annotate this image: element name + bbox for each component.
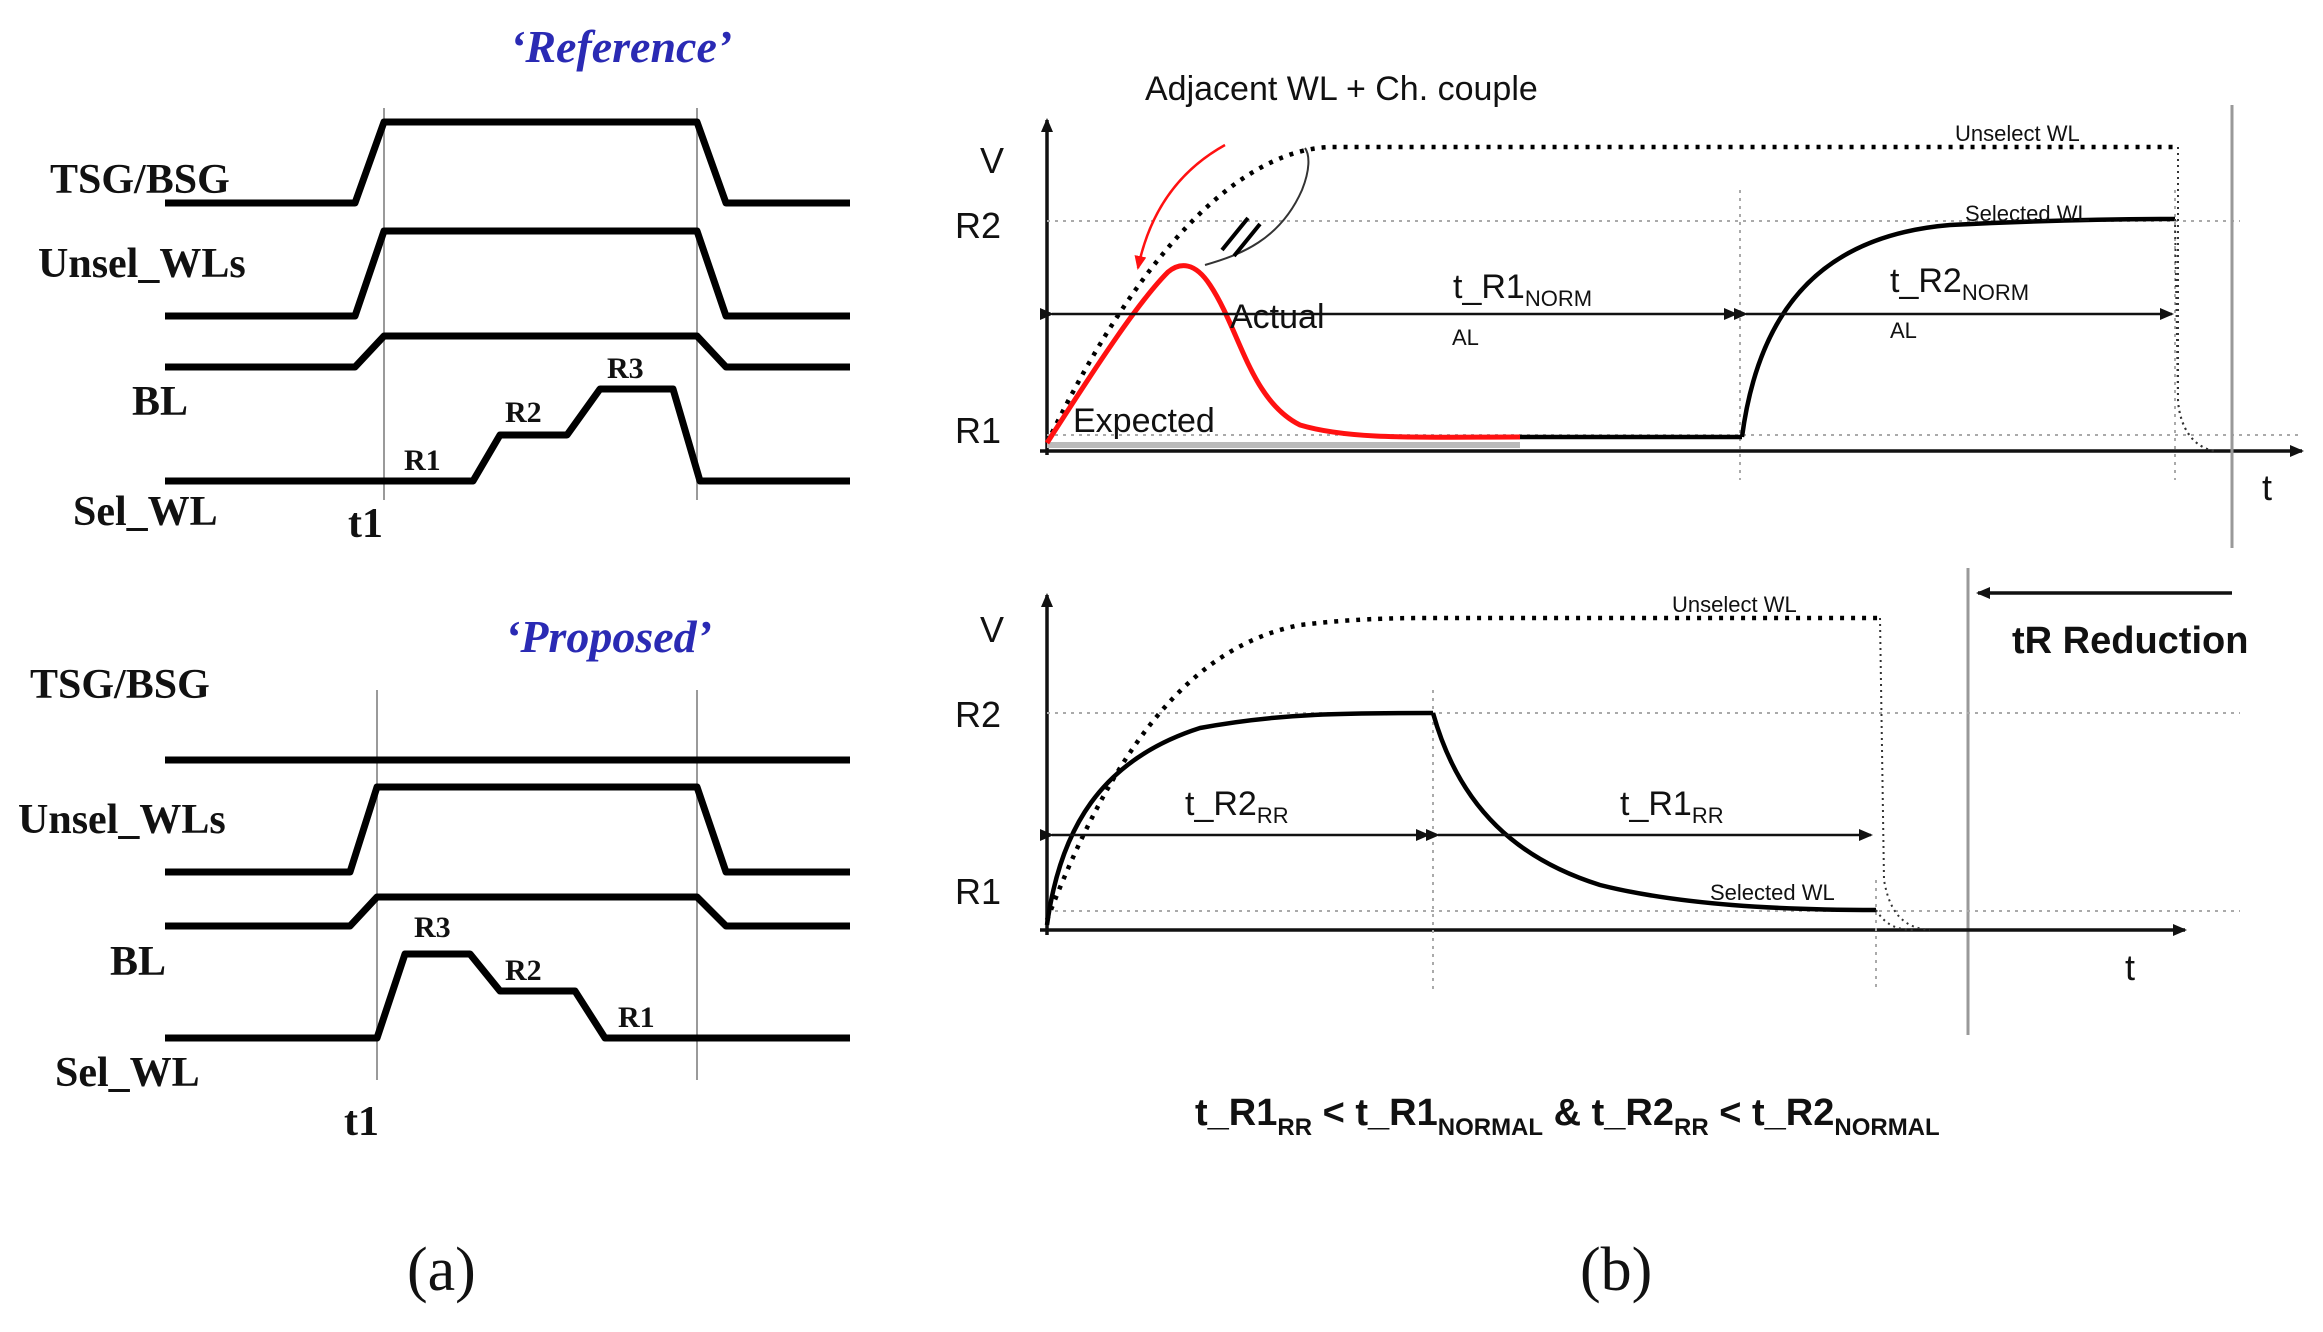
proposed-level-r1: R1 <box>618 1001 655 1034</box>
top-expected-label: Expected <box>1073 402 1215 440</box>
bottom-t-r2-label: t_R2RR <box>1185 785 1289 828</box>
reference-title: ‘Reference’ <box>510 21 732 72</box>
reference-level-r3: R3 <box>607 352 644 385</box>
reference-label-bl: BL <box>132 379 188 425</box>
proposed-level-r2: R2 <box>505 954 542 987</box>
bottom-r1-label: R1 <box>955 871 1001 912</box>
reference-label-unsel-wls: Unsel_WLs <box>38 241 246 287</box>
top-unselect-wl-release <box>2177 147 2216 452</box>
proposed-label-unsel-wls: Unsel_WLs <box>18 797 226 843</box>
reference-t1-label: t1 <box>348 501 383 547</box>
top-t-r2-sub-al: AL <box>1890 318 1917 343</box>
proposed-title: ‘Proposed’ <box>505 611 712 662</box>
tr-reduction-indicator: tR Reduction <box>1966 568 2248 1035</box>
inequality-statement: t_R1RR < t_R1NORMAL & t_R2RR < t_R2NORMA… <box>1195 1092 1940 1141</box>
reference-level-r1: R1 <box>404 444 441 477</box>
proposed-sel-wl-waveform <box>165 950 850 1042</box>
top-t-r1-label: t_R1NORM <box>1453 268 1592 311</box>
top-actual-label: Actual <box>1230 298 1325 336</box>
bottom-selected-wl-rise <box>1044 710 1434 926</box>
bottom-y-axis-label: V <box>980 609 1004 650</box>
bottom-selected-wl-fall <box>1430 712 1877 913</box>
top-selected-wl-release <box>2174 218 2216 452</box>
panel-a-label: (a) <box>407 1236 476 1304</box>
reference-label-tsg-bsg: TSG/BSG <box>50 157 230 203</box>
reference-bl-waveform <box>165 332 850 371</box>
proposed-level-r3: R3 <box>414 911 451 944</box>
proposed-label-bl: BL <box>110 939 166 985</box>
top-t-r1-sub-al: AL <box>1452 325 1479 350</box>
panel-b-label: (b) <box>1580 1236 1652 1304</box>
coupling-arrow <box>1134 143 1226 270</box>
top-unselect-wl-label: Unselect WL <box>1955 121 2080 146</box>
bottom-selected-wl-label: Selected WL <box>1710 880 1835 905</box>
reference-level-r2: R2 <box>505 396 542 429</box>
reference-sel-wl-waveform <box>165 385 850 485</box>
coupling-bracket <box>1204 147 1310 266</box>
reference-label-sel-wl: Sel_WL <box>73 489 218 535</box>
top-x-axis-label: t <box>2262 467 2272 508</box>
bottom-unselect-wl-release <box>1879 617 1931 931</box>
coupling-annotation: Adjacent WL + Ch. couple <box>1145 70 1538 108</box>
top-selected-wl-curve <box>1739 216 2176 438</box>
bottom-unselect-wl-label: Unselect WL <box>1672 592 1797 617</box>
proposed-label-sel-wl: Sel_WL <box>55 1050 200 1096</box>
proposed-bl-waveform <box>165 893 850 930</box>
top-t-r2-label: t_R2NORM <box>1890 262 2029 305</box>
tr-reduction-label: tR Reduction <box>2012 620 2248 662</box>
bottom-t-r1-label: t_R1RR <box>1620 785 1724 828</box>
top-r2-label: R2 <box>955 205 1001 246</box>
proposed-unsel-wls-waveform <box>165 783 850 876</box>
bottom-timing-plot: V t R2 R1 Unselect WL Selected WL t_R2RR… <box>955 592 2240 990</box>
top-r1-label: R1 <box>955 410 1001 451</box>
top-timing-plot: V t R2 R1 Unselect WL Selected WL Adjace… <box>955 70 2304 548</box>
bottom-unselect-wl-curve <box>1044 615 1880 921</box>
top-selected-wl-label: Selected WL <box>1965 201 2090 226</box>
proposed-label-tsg-bsg: TSG/BSG <box>30 662 210 708</box>
reference-unsel-wls-waveform <box>165 227 850 320</box>
top-actual-curve <box>1044 263 1521 445</box>
capacitor-plate-2 <box>1232 222 1262 258</box>
proposed-t1-label: t1 <box>344 1099 379 1145</box>
reference-diagram: ‘Reference’ TSG/BSG Unsel_WLs BL Sel_WL … <box>38 21 850 547</box>
bottom-selected-wl-release <box>1875 909 1916 931</box>
bottom-x-axis-label: t <box>2125 947 2135 988</box>
proposed-diagram: ‘Proposed’ TSG/BSG Unsel_WLs BL Sel_WL R… <box>18 611 850 1145</box>
reference-tsg-bsg-waveform <box>165 118 850 207</box>
bottom-r2-label: R2 <box>955 694 1001 735</box>
top-y-axis-label: V <box>980 140 1004 181</box>
capacitor-plate-1 <box>1220 216 1250 252</box>
